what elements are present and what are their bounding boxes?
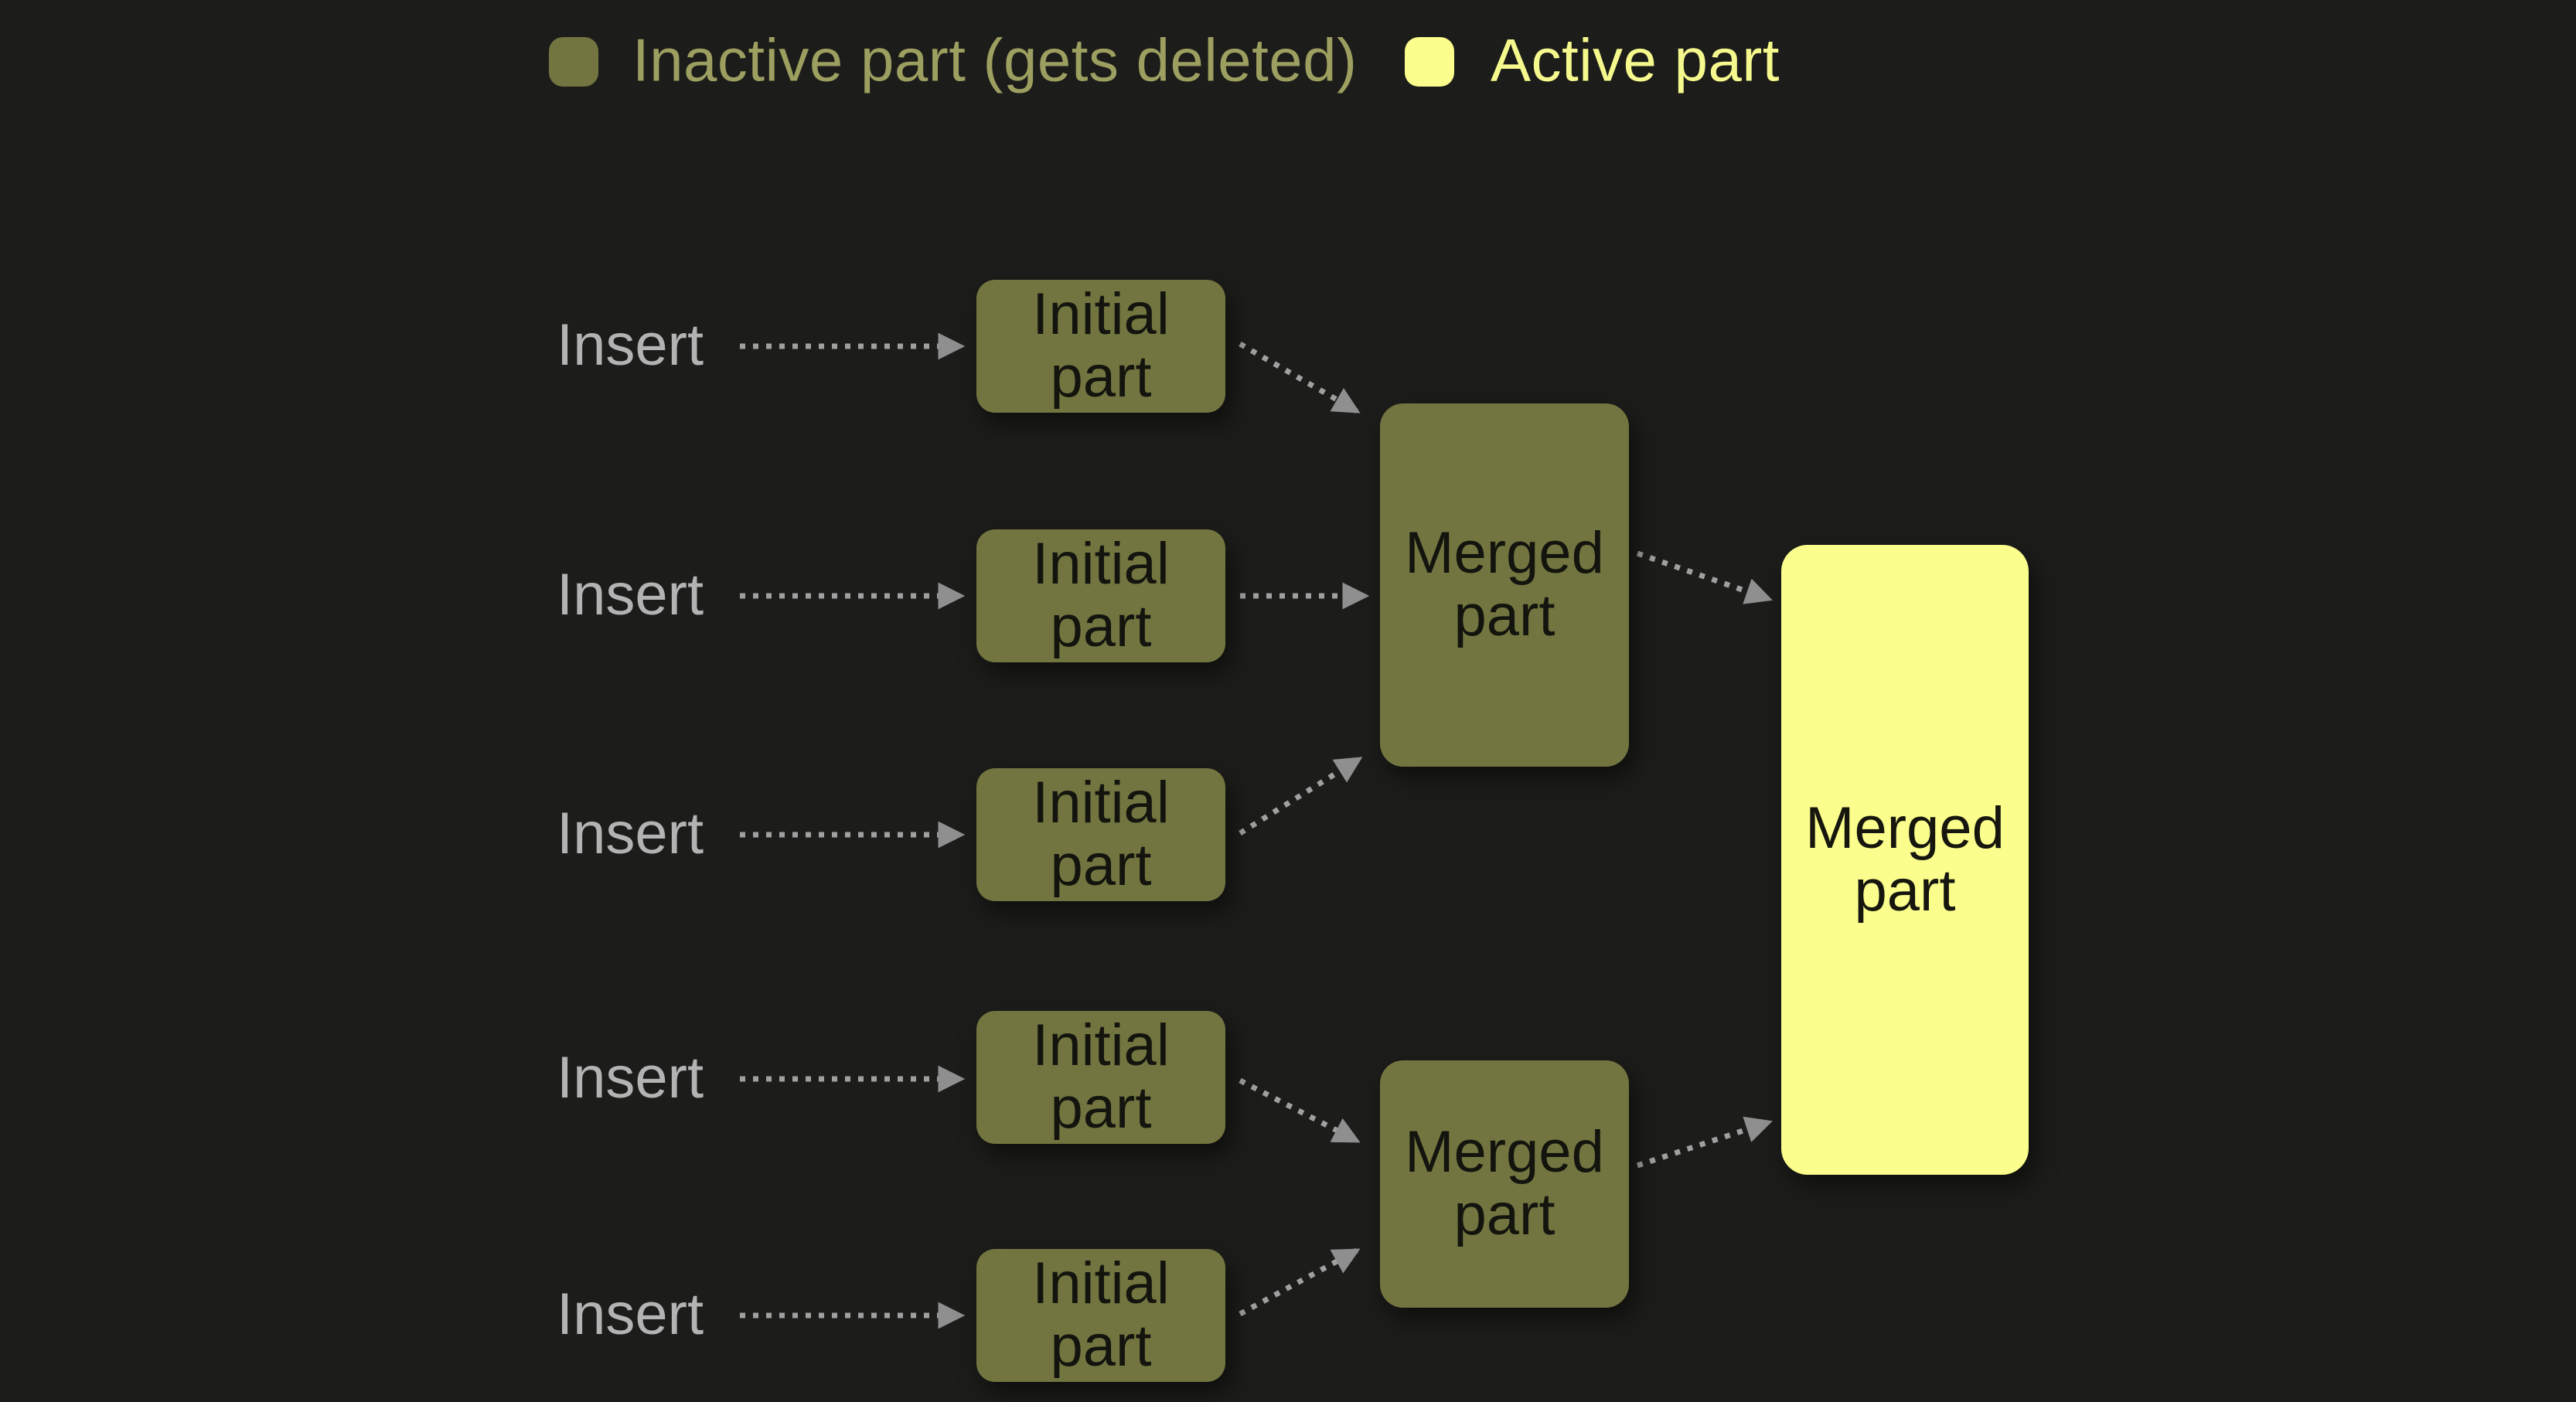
initial-part-box-2: Initial part xyxy=(976,529,1225,662)
insert-label-5: Insert xyxy=(557,1281,704,1347)
merged-part-upper-box: Merged part xyxy=(1380,403,1629,767)
legend-active-swatch xyxy=(1405,37,1454,87)
arrow-initial-5-to-merged-lower xyxy=(1239,1247,1361,1317)
initial-part-box-4: Initial part xyxy=(976,1011,1225,1144)
insert-label-4: Insert xyxy=(557,1044,704,1111)
arrow-initial-3-to-merged-upper xyxy=(1239,757,1363,835)
arrow-initial-1-to-merged-upper xyxy=(1239,341,1361,414)
arrow-initial-4-to-merged-lower xyxy=(1239,1077,1361,1144)
merged-part-final-box: Merged part xyxy=(1781,545,2029,1175)
insert-label-3: Insert xyxy=(557,800,704,866)
initial-part-box-3: Initial part xyxy=(976,768,1225,901)
legend-active-label: Active part xyxy=(1491,26,1780,94)
initial-part-box-1: Initial part xyxy=(976,280,1225,413)
legend-inactive-label: Inactive part (gets deleted) xyxy=(632,26,1358,94)
insert-label-2: Insert xyxy=(557,561,704,628)
arrow-merged-lower-to-final xyxy=(1636,1116,1773,1169)
arrow-merged-upper-to-final xyxy=(1636,550,1773,604)
legend-inactive-swatch xyxy=(549,37,598,87)
insert-label-1: Insert xyxy=(557,311,704,378)
initial-part-box-5: Initial part xyxy=(976,1249,1225,1382)
merged-part-lower-box: Merged part xyxy=(1380,1060,1629,1308)
